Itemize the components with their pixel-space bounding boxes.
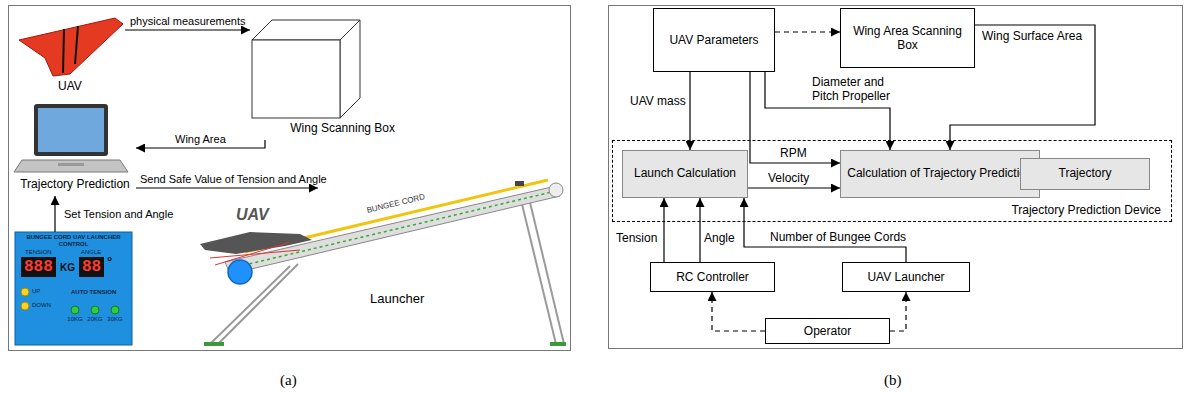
subfigure-label: (b)	[884, 372, 902, 389]
panel-frame	[9, 6, 571, 351]
node-label: DOWN	[32, 302, 51, 309]
panel-frame	[609, 6, 1183, 349]
node-label: AUTO TENSION	[71, 289, 116, 296]
edge-label: Number of Bungee Cords	[770, 231, 906, 245]
scanner-figure: Wing Scanning Box	[250, 18, 395, 140]
node-label: Launch Calculation	[634, 167, 736, 181]
connector-arrow	[136, 187, 318, 188]
connector-arrow	[748, 187, 840, 188]
process-box: UAV Launcher	[842, 262, 970, 292]
node-label: Wing Scanning Box	[290, 122, 395, 136]
edge-label: UAV mass	[630, 95, 686, 109]
edge-label: Send Safe Value of Tension and Angle	[140, 173, 327, 186]
edge-label: Set Tension and Angle	[64, 208, 173, 221]
control-panel: BUNGEE CORD UAV LAUNCHER CONTROLTENSION A…	[15, 232, 132, 345]
connector-arrow	[744, 198, 906, 262]
edge-label: physical measurements	[130, 15, 246, 28]
node-label: 20KG	[85, 316, 105, 323]
node-label: TENSION	[25, 249, 52, 256]
subfigure-label: (a)	[280, 372, 297, 389]
node-label: °	[107, 255, 112, 270]
node-label: Trajectory Prediction	[14, 178, 136, 192]
launcher-figure: Launcher	[318, 160, 566, 346]
process-box: Wing Area Scanning Box	[840, 8, 975, 68]
launcher-drawing	[200, 180, 566, 346]
node-label: Trajectory	[1059, 167, 1112, 181]
node-label: UAV Parameters	[669, 33, 758, 47]
device-region: Trajectory Prediction Device Launch Calcu…	[612, 140, 1172, 222]
node-label: 30KG	[105, 316, 125, 323]
node-label: 10KG	[65, 316, 85, 323]
process-box: Calculation of Trajectory Prediction	[840, 150, 1040, 198]
node-label: Operator	[804, 324, 851, 338]
connector-arrow	[699, 198, 700, 262]
node-label: 888	[21, 257, 56, 277]
node-label: Wing Area Scanning Box	[847, 24, 968, 53]
node-label: 88	[79, 257, 104, 277]
process-box: Operator	[765, 318, 890, 344]
connector-arrow	[712, 292, 765, 331]
node-label: BUNGEE CORD UAV LAUNCHER CONTROL	[18, 234, 129, 248]
node-label: Calculation of Trajectory Prediction	[847, 167, 1032, 181]
node-label: Trajectory Prediction Device	[1011, 204, 1161, 218]
node-label: Launcher	[370, 292, 424, 307]
connector-arrow	[54, 196, 55, 232]
connector-arrow	[663, 198, 664, 262]
laptop-figure: Trajectory Prediction	[14, 100, 136, 196]
connector-arrow	[890, 292, 906, 331]
edge-label: RPM	[780, 147, 807, 161]
node-label: UAV	[15, 80, 125, 94]
node-label: KG	[60, 262, 75, 274]
connector-arrow	[125, 29, 250, 30]
edge-label: Velocity	[768, 172, 809, 186]
uav-figure: UAV	[15, 18, 125, 96]
node-label: UP	[32, 288, 40, 295]
laptop-icon	[14, 104, 128, 172]
control-panel-body	[15, 232, 132, 345]
edge-label: Wing Area	[175, 133, 226, 146]
edge-label: Angle	[704, 232, 735, 246]
node-label: UAV Launcher	[867, 270, 944, 284]
edge-label: Tension	[616, 232, 657, 246]
scanner-cube	[252, 20, 360, 118]
connector-arrow	[689, 72, 690, 150]
uav-wing	[19, 18, 123, 76]
node-label: ANGLE	[81, 249, 101, 256]
edge-label: Wing Surface Area	[982, 30, 1082, 44]
process-box: Trajectory	[1020, 158, 1150, 190]
edge-label: Diameter and Pitch Propeller	[812, 76, 912, 104]
process-box: UAV Parameters	[653, 8, 775, 72]
part-label: UAV	[236, 206, 269, 224]
connector-arrow	[775, 31, 840, 32]
process-box: Launch Calculation	[622, 150, 748, 198]
process-box: RC Controller	[650, 262, 775, 292]
node-label: RC Controller	[676, 270, 749, 284]
